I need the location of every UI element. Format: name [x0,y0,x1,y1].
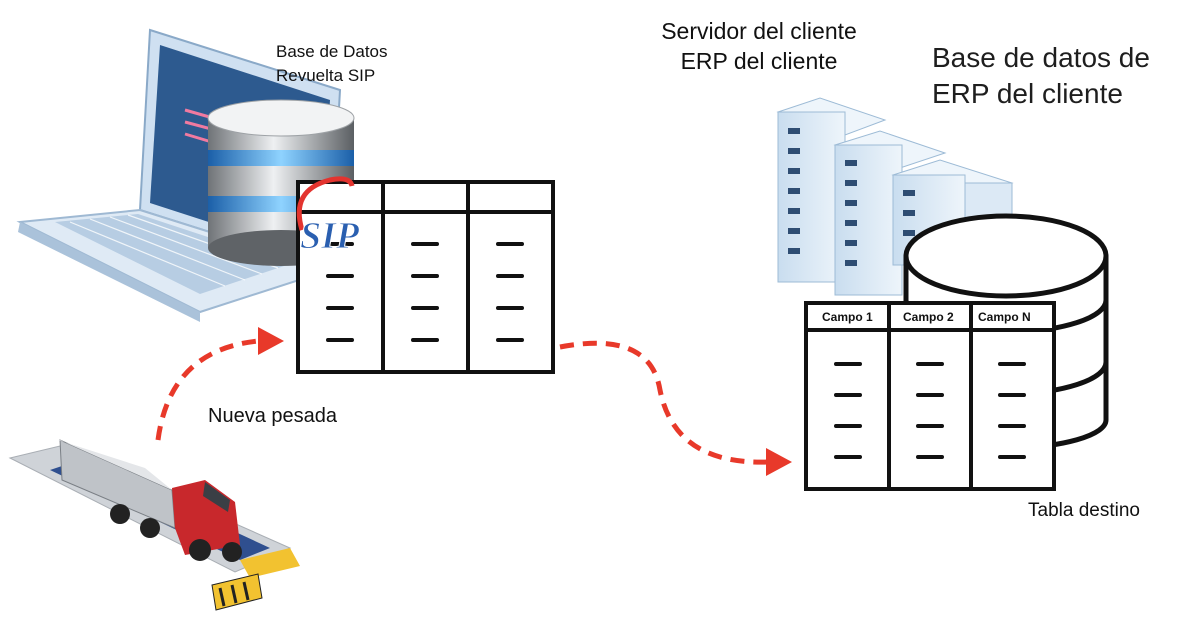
erp-database-label: Base de datos de ERP del cliente [932,42,1150,109]
target-header-3: Campo N [978,310,1031,324]
arrow-to-target [559,340,792,476]
sip-logo: SIP [296,176,360,258]
target-header-1: Campo 1 [822,310,873,324]
target-header-2: Campo 2 [903,310,954,324]
client-server-label: Servidor del cliente ERP del cliente [661,18,857,74]
new-weigh-label: Nueva pesada [208,405,337,427]
sip-logo-text: SIP [300,215,360,257]
sip-database-label: Base de Datos Revuelta SIP [276,42,388,85]
source-table [296,180,555,374]
target-table: Campo 1 Campo 2 Campo N [804,301,1056,491]
arrow-new-weigh [155,327,284,441]
target-table-label: Tabla destino [1028,500,1140,521]
truck-scale-icon [8,439,300,611]
